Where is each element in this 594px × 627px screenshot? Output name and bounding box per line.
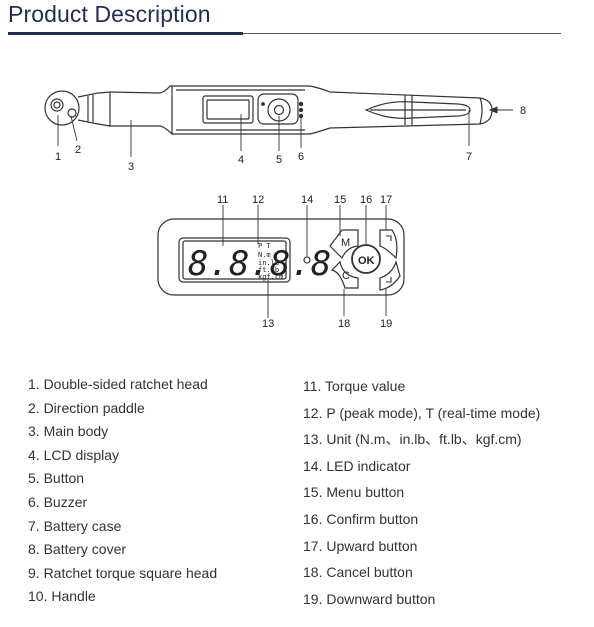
lcd-unit-ftlb: ft.lb <box>258 266 279 274</box>
callout-3: 3 <box>128 161 134 173</box>
lcd-unit-inlb: in.lb <box>258 259 279 267</box>
legend-item: 12. P (peak mode), T (real-time mode) <box>303 404 541 421</box>
legend-item: 17. Upward button <box>303 537 418 554</box>
callout-6: 6 <box>298 151 304 163</box>
callout-8: 8 <box>520 105 526 117</box>
cancel-button-label: C <box>342 270 350 282</box>
menu-button-label: M <box>341 237 350 249</box>
control-panel <box>157 218 405 296</box>
callout-19: 19 <box>380 318 392 330</box>
legend-item: 18. Cancel button <box>303 564 413 581</box>
legend-item: 11. Torque value <box>303 378 406 394</box>
callout-1: 1 <box>55 151 61 163</box>
buzzer-dot <box>298 101 304 107</box>
direction-paddle <box>67 108 77 118</box>
lcd-unit-kgfcm: kgf.cm <box>258 273 283 281</box>
title-underline <box>8 32 243 35</box>
callout-17: 17 <box>380 194 392 206</box>
ok-button-label: OK <box>358 255 375 267</box>
lcd-display-small <box>202 95 254 124</box>
legend-item: 16. Confirm button <box>303 510 419 527</box>
lcd-mode-labels: P T <box>258 242 271 250</box>
button-pad-small <box>257 93 299 125</box>
callout-5: 5 <box>276 154 282 166</box>
callout-16: 16 <box>360 194 372 206</box>
battery-cover <box>479 97 483 125</box>
legend-item: 4. LCD display <box>28 446 120 463</box>
legend-item: 13. Unit (N.m、in.lb、ft.lb、kgf.cm) <box>303 431 522 448</box>
legend-item: 2. Direction paddle <box>28 399 145 416</box>
callout-4: 4 <box>238 154 244 166</box>
legend-item: 5. Button <box>28 470 85 487</box>
ratchet-head <box>44 90 80 126</box>
upward-button[interactable] <box>379 229 398 260</box>
legend-item: 10. Handle <box>28 588 96 605</box>
title-rule <box>243 33 561 34</box>
callout-11: 11 <box>217 194 228 206</box>
legend-item: 9. Ratchet torque square head <box>28 564 218 581</box>
cancel-button[interactable] <box>330 260 359 289</box>
led-indicator <box>303 256 311 264</box>
callout-14: 14 <box>301 194 313 206</box>
ratchet-square-head <box>50 98 64 112</box>
callout-12: 12 <box>252 194 264 206</box>
legend-item: 1. Double-sided ratchet head <box>28 376 208 392</box>
legend-item: 7. Battery case <box>28 517 122 534</box>
callout-18: 18 <box>338 318 350 330</box>
legend-item: 15. Menu button <box>303 484 405 501</box>
legend-left: 1. Double-sided ratchet head 2. Directio… <box>28 373 217 609</box>
battery-case <box>364 101 471 119</box>
legend-item: 14. LED indicator <box>303 457 411 474</box>
lcd-screen <box>178 237 291 283</box>
page-title: Product Description <box>8 1 211 27</box>
main-body <box>109 85 173 136</box>
callout-13: 13 <box>262 318 274 330</box>
legend-item: 19. Downward button <box>303 590 436 607</box>
wrench-neck <box>77 91 111 127</box>
downward-button[interactable] <box>379 259 401 291</box>
menu-button[interactable] <box>329 229 359 260</box>
lcd-unit-nm: N.m <box>258 251 271 259</box>
legend-item: 3. Main body <box>28 423 109 440</box>
legend-right: 11. Torque value 12. P (peak mode), T (r… <box>303 373 540 612</box>
callout-2: 2 <box>75 144 81 156</box>
legend-item: 8. Battery cover <box>28 541 127 558</box>
wrench-diagram: 1 2 3 4 5 6 7 8 8.8.8.8 P T N.m in.lb ft… <box>44 85 526 330</box>
legend-item: 6. Buzzer <box>28 493 88 510</box>
callout-15: 15 <box>334 194 346 206</box>
callout-7: 7 <box>466 151 472 163</box>
